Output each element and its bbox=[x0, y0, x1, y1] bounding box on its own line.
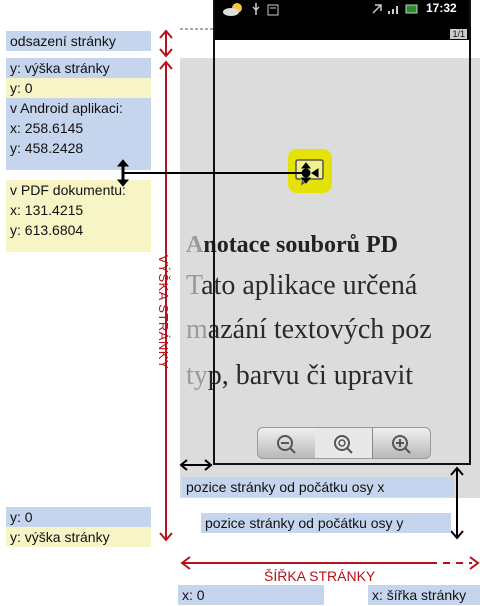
zoom-fit-icon bbox=[334, 435, 353, 454]
document-title: Anotace souborů PD bbox=[186, 232, 398, 259]
y-zero-top-label: y: 0 bbox=[6, 78, 151, 98]
document-line-1-ghost: T bbox=[186, 270, 202, 301]
battery-icon bbox=[405, 4, 418, 14]
document-line-1-text: ato aplikace určená bbox=[201, 270, 418, 301]
y-height-bottom-label: y: výška stránky bbox=[6, 527, 151, 547]
title-bar: 1/1 bbox=[215, 18, 469, 40]
document-title-ghost: A bbox=[186, 232, 204, 258]
page-height-arrow bbox=[159, 60, 173, 542]
pdf-y-label: y: 613.6804 bbox=[6, 220, 151, 252]
signal-icon bbox=[388, 6, 398, 14]
sync-icon bbox=[372, 4, 382, 14]
page-width-arrow bbox=[180, 556, 480, 570]
page-offset-arrow bbox=[159, 29, 173, 58]
pdf-x-label: x: 131.4215 bbox=[6, 200, 151, 220]
page-pos-x-arrow bbox=[179, 459, 213, 471]
zoom-reset-button[interactable] bbox=[315, 428, 373, 458]
document-title-text: notace souborů PD bbox=[203, 232, 399, 258]
y-height-top-label: y: výška stránky bbox=[6, 58, 151, 78]
page-pos-y-arrow bbox=[450, 466, 464, 540]
document-line-3: typ, barvu či upravit bbox=[186, 360, 413, 392]
coordinate-pointer bbox=[116, 159, 319, 187]
page-pos-y-label: pozice stránky od počátku osy y bbox=[201, 513, 451, 533]
document-line-3-ghost: ty bbox=[186, 360, 208, 391]
android-header-label: v Android aplikaci: bbox=[6, 98, 151, 118]
pdf-header-label: v PDF dokumentu: bbox=[6, 180, 151, 200]
zoom-in-button[interactable] bbox=[372, 428, 430, 458]
document-line-3-text: p, barvu či upravit bbox=[207, 360, 414, 391]
document-line-2-ghost: m bbox=[186, 314, 208, 345]
zoom-in-icon bbox=[392, 435, 411, 454]
x-width-label: x: šířka stránky bbox=[368, 585, 480, 605]
zoom-controls bbox=[257, 427, 431, 459]
status-time: 17:32 bbox=[426, 1, 457, 15]
usb-icon bbox=[252, 3, 260, 15]
document-line-2-text: azání textových poz bbox=[207, 314, 432, 345]
weather-icon bbox=[223, 3, 242, 16]
storage-icon bbox=[267, 4, 279, 16]
pdf-page bbox=[180, 58, 480, 498]
document-line-1: Tato aplikace určená bbox=[186, 270, 417, 302]
page-offset-label: odsazení stránky bbox=[6, 31, 151, 51]
status-bar: 17:32 bbox=[215, 0, 469, 18]
android-phone-frame: 17:32 1/1 bbox=[213, 0, 471, 465]
page-width-label: ŠÍŘKA STRÁNKY bbox=[264, 568, 376, 584]
zoom-out-icon bbox=[277, 435, 296, 454]
x-zero-label: x: 0 bbox=[178, 585, 324, 605]
page-counter: 1/1 bbox=[450, 29, 467, 39]
page-pos-x-label: pozice stránky od počátku osy x bbox=[182, 477, 454, 497]
y-zero-bottom-label: y: 0 bbox=[6, 507, 151, 527]
android-x-label: x: 258.6145 bbox=[6, 118, 151, 138]
document-line-2: mazání textových poz bbox=[186, 314, 432, 346]
page-height-vertical-label: VÝŠKA STRÁNKY bbox=[156, 255, 171, 370]
